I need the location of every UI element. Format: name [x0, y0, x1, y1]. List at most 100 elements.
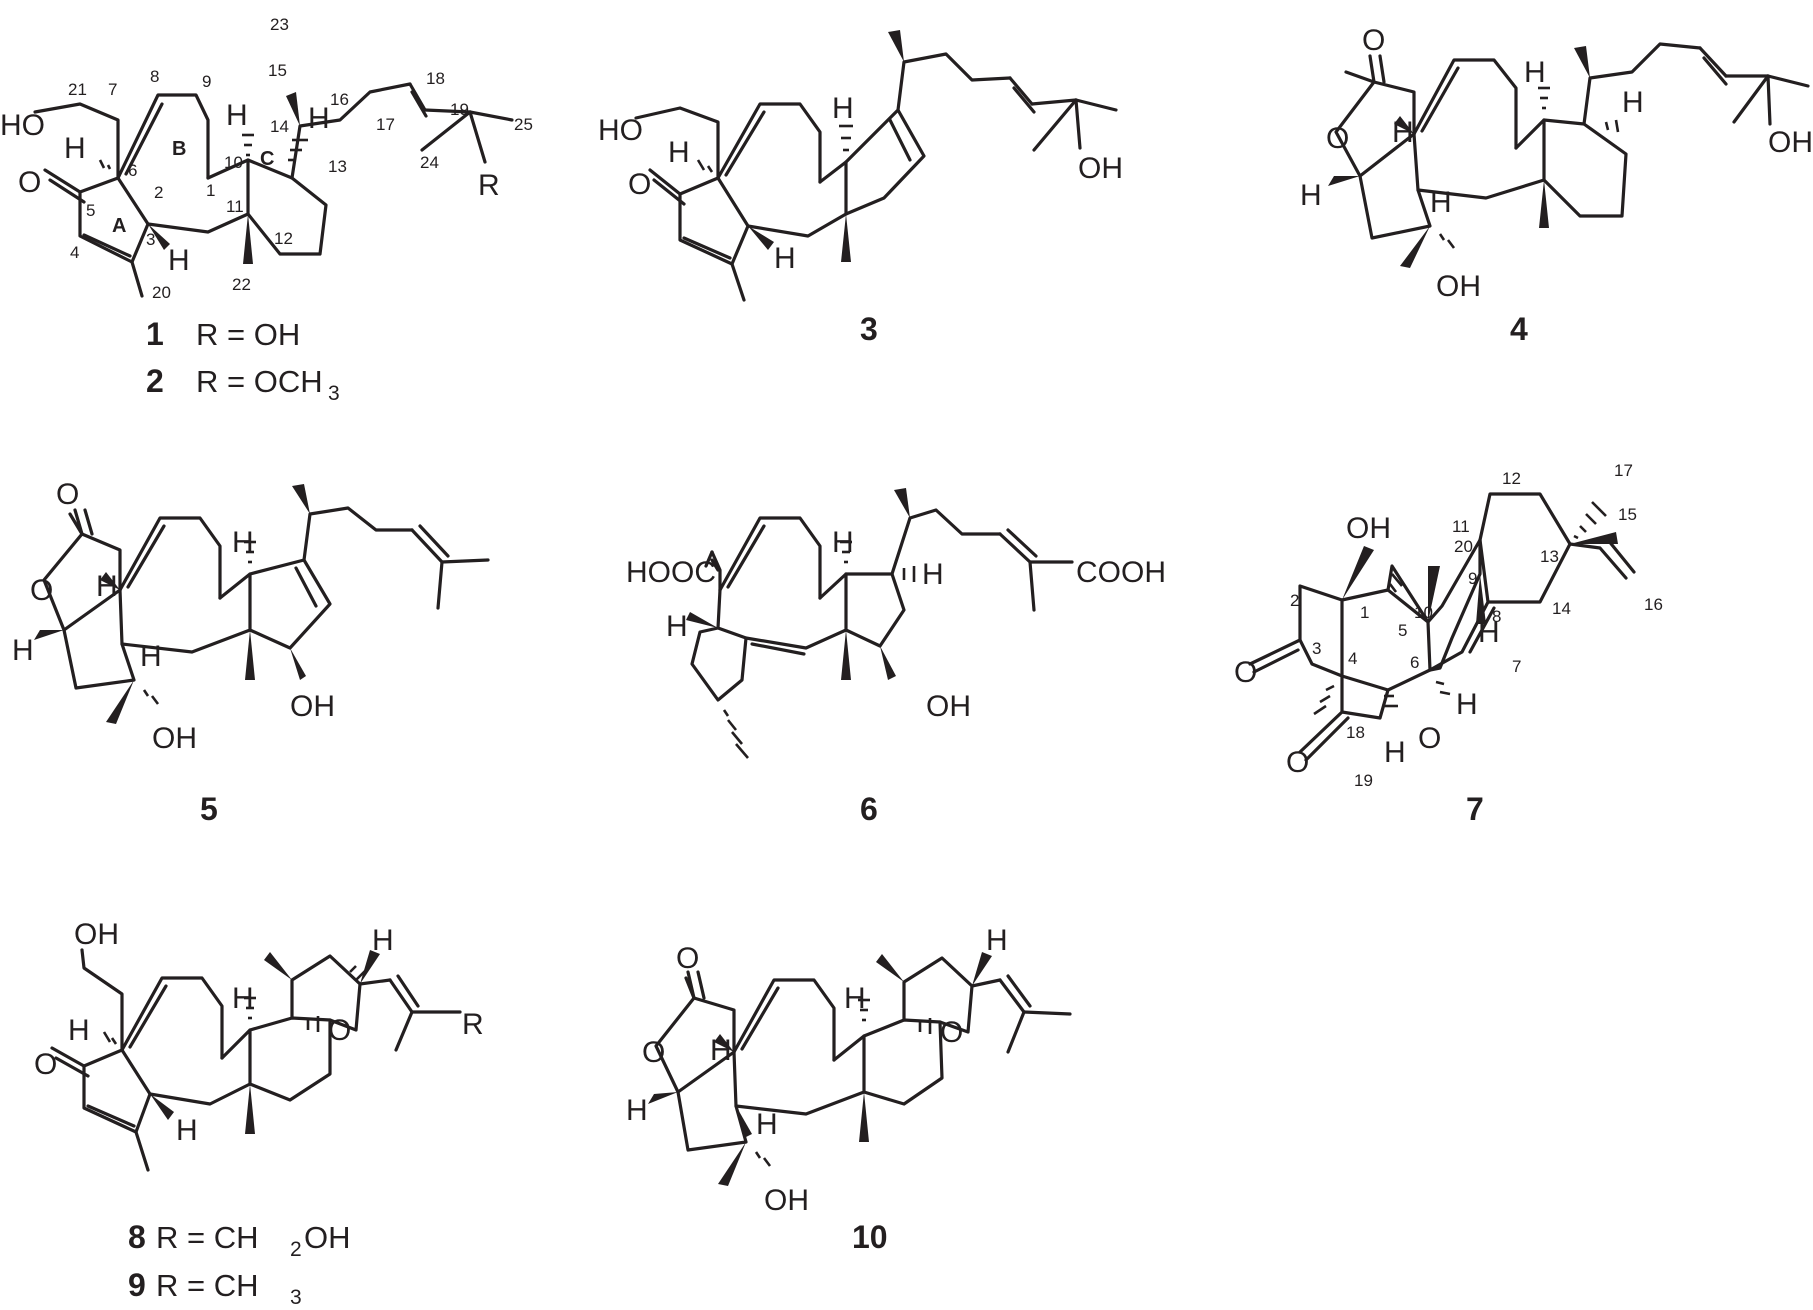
compound-label-8: 8 R = CH 2 OH [128, 1219, 351, 1261]
hash-bonds-3 [696, 124, 853, 173]
atom-label: H [710, 1034, 732, 1067]
svg-text:22: 22 [232, 275, 251, 294]
atom-label: HO [598, 114, 643, 147]
svg-text:17: 17 [376, 115, 395, 134]
svg-text:4: 4 [1348, 649, 1357, 668]
svg-text:4: 4 [70, 243, 79, 262]
atom-label: H [1524, 56, 1546, 89]
atom-label: H [12, 634, 34, 667]
svg-text:3: 3 [1312, 639, 1321, 658]
atom-label: OH [290, 690, 335, 723]
atom-label: H [1478, 616, 1500, 649]
ring-label: C [260, 148, 274, 170]
svg-text:5: 5 [1398, 621, 1407, 640]
atom-label: COOH [1076, 556, 1166, 589]
atom-label: OH [1078, 152, 1123, 185]
svg-text:2: 2 [290, 1238, 302, 1261]
atom-label: H [1300, 179, 1322, 212]
svg-text:19: 19 [450, 100, 469, 119]
hash-bonds-8 [102, 965, 367, 1045]
atom-label: H [96, 570, 118, 603]
atom-label: H [668, 136, 690, 169]
svg-text:15: 15 [1618, 505, 1637, 524]
atom-label: H [176, 1114, 198, 1147]
atom-label: OH [74, 918, 119, 951]
atom-label: OH [926, 690, 971, 723]
svg-text:3: 3 [290, 1286, 302, 1305]
svg-text:6: 6 [128, 161, 137, 180]
svg-text:8: 8 [128, 1219, 146, 1255]
atom-label: O [18, 166, 41, 199]
compound-label-7: 7 [1466, 791, 1484, 827]
structure-6: HOOC COOH H H H OH [626, 488, 1166, 759]
svg-text:11: 11 [226, 197, 244, 216]
position-numbers-7: 1 2 3 4 5 6 7 8 9 10 11 12 13 14 15 16 1… [1290, 461, 1663, 790]
svg-text:5: 5 [86, 201, 95, 220]
atom-label: H [922, 558, 944, 591]
svg-text:2: 2 [1290, 591, 1299, 610]
svg-text:10: 10 [224, 153, 243, 172]
atom-label: H [232, 982, 254, 1015]
atom-label: O [1286, 746, 1309, 779]
hash-bonds-4 [1438, 86, 1620, 249]
atom-label: H [308, 102, 330, 135]
svg-text:2: 2 [146, 363, 164, 399]
structure-5: O O H H H OH H OH [12, 478, 490, 755]
hash-bonds-1 [98, 133, 308, 170]
atom-label: H [68, 1014, 90, 1047]
svg-text:13: 13 [1540, 547, 1559, 566]
atom-label: HO [0, 109, 45, 142]
atom-label: H [756, 1108, 778, 1141]
atom-label: H [168, 244, 190, 277]
ring-label: A [112, 215, 126, 237]
atom-label: O [328, 1014, 351, 1047]
atom-label: H [1622, 86, 1644, 119]
atom-label: H [372, 924, 394, 957]
svg-text:16: 16 [330, 90, 349, 109]
svg-text:25: 25 [514, 115, 533, 134]
compound-label-1: 1 R = OH [146, 316, 300, 352]
structure-4: O O H H H OH H H OH [1300, 24, 1813, 303]
svg-text:1: 1 [146, 316, 164, 352]
atom-label: H [844, 982, 866, 1015]
hash-bonds-5 [142, 540, 256, 705]
svg-text:3: 3 [328, 382, 340, 405]
atom-label: O [940, 1016, 963, 1049]
atom-label: O [642, 1036, 665, 1069]
hash-bonds-10 [754, 998, 932, 1167]
svg-text:1: 1 [206, 181, 215, 200]
svg-text:1: 1 [1360, 603, 1369, 622]
atom-label: R [462, 1008, 484, 1041]
svg-text:9: 9 [202, 72, 211, 91]
svg-text:17: 17 [1614, 461, 1633, 480]
atom-label: H [232, 526, 254, 559]
svg-text:R = OH: R = OH [196, 317, 300, 352]
atom-label: O [56, 478, 79, 511]
svg-text:8: 8 [150, 67, 159, 86]
svg-text:16: 16 [1644, 595, 1663, 614]
atom-label: H [666, 610, 688, 643]
structure-8-9: OH O H H H O H R [34, 918, 484, 1172]
svg-text:8: 8 [1492, 607, 1501, 626]
compound-label-3: 3 [860, 311, 878, 347]
compound-label-4: 4 [1510, 311, 1528, 347]
atom-label: OH [764, 1184, 809, 1217]
structure-1-2: HO O H H H H R A B C 1 2 3 4 5 6 7 8 9 1… [0, 15, 533, 302]
hash-bonds-7 [1313, 501, 1607, 716]
svg-text:OH: OH [304, 1220, 351, 1255]
svg-text:12: 12 [274, 229, 293, 248]
atom-label: H [226, 99, 248, 132]
atom-label: O [34, 1048, 57, 1081]
svg-text:R = CH: R = CH [156, 1268, 259, 1303]
compound-label-9: 9 R = CH 3 [128, 1267, 302, 1309]
svg-text:10: 10 [1414, 603, 1433, 622]
atom-label: O [1362, 24, 1385, 57]
svg-text:7: 7 [108, 80, 117, 99]
atom-label: H [64, 132, 86, 165]
svg-text:R = OCH: R = OCH [196, 364, 323, 399]
atom-label: H [774, 242, 796, 275]
atom-label: O [628, 168, 651, 201]
compound-label-10: 10 [852, 1219, 888, 1255]
atom-label: R [478, 169, 500, 202]
